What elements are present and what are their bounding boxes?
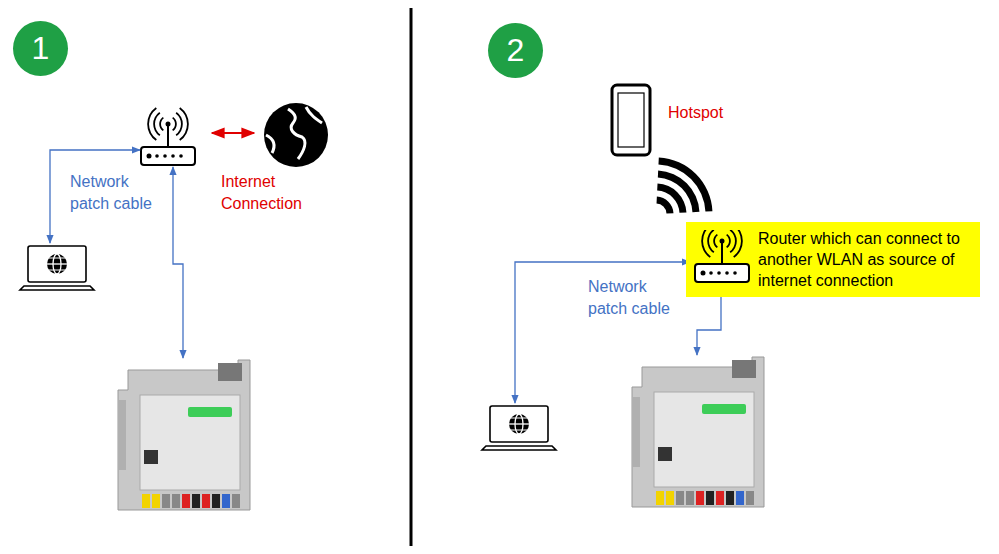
hotspot-label: Hotspot	[668, 102, 758, 124]
laptop-icon	[482, 406, 556, 450]
phone-screen	[618, 93, 644, 147]
patch-cable	[515, 262, 690, 403]
step-number-circle: 2	[488, 23, 543, 78]
laptop-icon	[20, 246, 94, 290]
cable-label: Network patch cable	[70, 171, 170, 215]
panel-divider	[410, 8, 413, 546]
internet-arrow	[212, 132, 254, 134]
step-number: 1	[32, 30, 50, 67]
router-icon-holder	[692, 230, 752, 290]
step-number: 2	[507, 32, 525, 69]
logic-controller	[632, 357, 764, 507]
step-number-circle: 1	[13, 21, 68, 76]
globe-icon	[264, 103, 328, 167]
callout-box: Router which can connect to another WLAN…	[686, 222, 980, 297]
logic-controller	[118, 360, 250, 510]
cable-label: Network patch cable	[588, 276, 688, 320]
phone-icon	[612, 85, 650, 155]
wifi-waves	[657, 158, 713, 214]
router-icon	[695, 230, 749, 282]
router-icon	[141, 107, 195, 165]
internet-label: Internet Connection	[221, 171, 331, 215]
patch-cable	[173, 167, 183, 358]
callout-text: Router which can connect to another WLAN…	[758, 228, 972, 291]
